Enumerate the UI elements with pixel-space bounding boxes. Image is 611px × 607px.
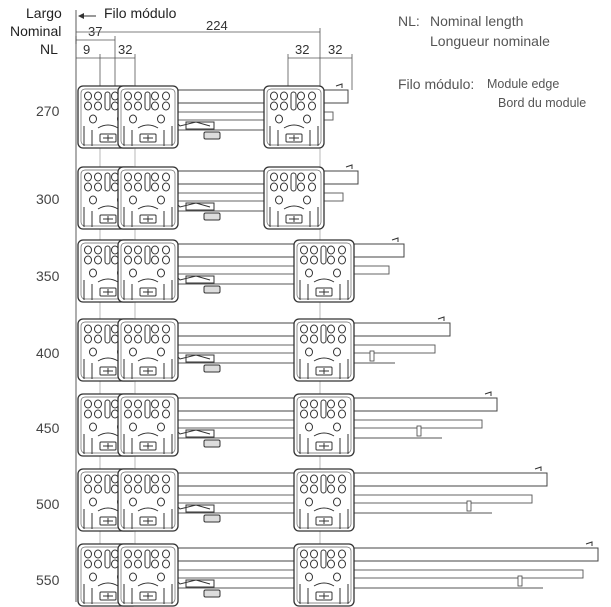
header-largo: Largo: [26, 5, 62, 21]
dim-224: 224: [206, 18, 228, 33]
dim-32-right: 32: [328, 42, 343, 57]
drawer-row: [77, 237, 405, 303]
legend-filo-fr: Bord du module: [498, 96, 587, 110]
drawer-row: [77, 164, 359, 230]
slide-mechanism: [159, 198, 221, 221]
dim-9: 9: [83, 42, 91, 57]
mounting-bracket: [117, 239, 179, 303]
mounting-bracket: [293, 239, 355, 303]
mounting-bracket: [293, 468, 355, 532]
legend-nl-fr: Longueur nominale: [430, 33, 550, 49]
mounting-bracket: [293, 393, 355, 457]
dim-32-left: 32: [118, 42, 133, 57]
mounting-bracket: [117, 393, 179, 457]
mounting-bracket: [117, 85, 179, 149]
mounting-bracket: [293, 318, 355, 382]
dim-32-mid: 32: [295, 42, 310, 57]
drawer-row: [77, 83, 349, 149]
mounting-bracket: [263, 85, 325, 149]
nl-label-550: 550: [36, 572, 60, 588]
drawer-row: [77, 541, 599, 607]
nl-label-500: 500: [36, 496, 60, 512]
dim-37: 37: [88, 24, 103, 39]
mounting-bracket: [117, 468, 179, 532]
legend-nl-key: NL:: [398, 13, 420, 29]
slide-rail: [149, 243, 405, 258]
mounting-bracket: [117, 318, 179, 382]
drawer-row: [77, 391, 498, 457]
nl-label-350: 350: [36, 268, 60, 284]
legend-filo-en: Module edge: [487, 77, 560, 91]
nl-label-400: 400: [36, 345, 60, 361]
slide-mechanism: [159, 271, 221, 294]
slide-mechanism: [159, 425, 221, 448]
legend-nl-en: Nominal length: [430, 13, 524, 29]
nl-label-270: 270: [36, 103, 60, 119]
mounting-bracket: [263, 166, 325, 230]
dimension-lines: [75, 28, 353, 90]
mounting-bracket: [293, 543, 355, 607]
drawer-row: [77, 466, 548, 532]
header-filo-modulo: Filo módulo: [104, 5, 177, 21]
mounting-bracket: [117, 543, 179, 607]
slide-rail: [149, 170, 359, 185]
header-nominal: Nominal: [10, 23, 62, 39]
slide-rail: [149, 547, 599, 562]
mounting-bracket: [117, 166, 179, 230]
filo-arrow-head: [78, 13, 84, 19]
header-nl: NL: [40, 41, 58, 57]
legend-filo-key: Filo módulo:: [398, 76, 475, 92]
drawer-row: [77, 316, 451, 382]
nl-label-450: 450: [36, 420, 60, 436]
drawer-rows: [77, 83, 599, 607]
nl-label-300: 300: [36, 191, 60, 207]
